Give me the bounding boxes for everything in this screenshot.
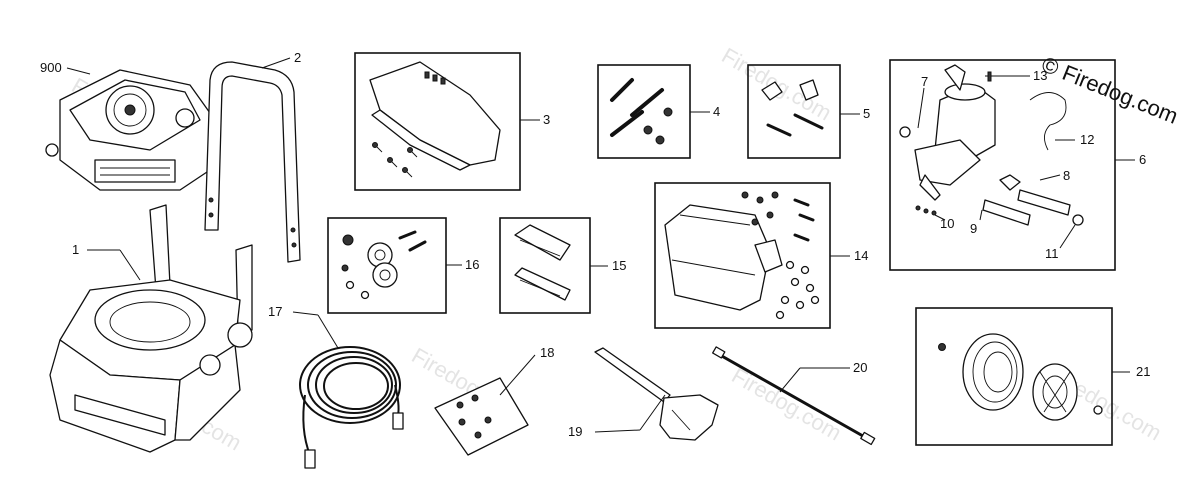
part-box-6: [889, 59, 1116, 271]
cover-kit-illustration: [369, 61, 501, 178]
wheel-illustration: [938, 333, 1103, 421]
callout-hose: 17: [268, 304, 282, 319]
callout-lance: 20: [853, 360, 867, 375]
part-box-4: [597, 64, 691, 159]
callout-pump-7: 7: [921, 74, 928, 89]
leader-line: [639, 394, 666, 431]
callout-clip-kit: 15: [612, 258, 626, 273]
bolt-kit-5-illustration: [761, 79, 824, 137]
leader-line: [1059, 224, 1076, 249]
clip-kit-illustration: [514, 224, 571, 301]
leader-line: [66, 67, 91, 75]
pump-illustration: [899, 64, 1084, 226]
engine-illustration: [45, 69, 216, 191]
brand-watermark: © Firedog.com: [1038, 51, 1180, 128]
callout-pump-9: 9: [970, 221, 977, 236]
leader-line: [594, 429, 641, 433]
panel-kit-illustration: [664, 191, 820, 320]
leader-line: [1039, 174, 1061, 181]
callout-frame: 1: [72, 242, 79, 257]
callout-bolt-kit-4: 4: [713, 104, 720, 119]
leader-line: [317, 314, 339, 349]
leader-line: [934, 214, 946, 221]
leader-line: [917, 87, 925, 129]
callout-pump-12: 12: [1080, 132, 1094, 147]
callout-cover-kit: 3: [543, 112, 550, 127]
leader-line: [119, 249, 141, 281]
callout-engine: 900: [40, 60, 62, 75]
watermark: Firedog.com: [728, 363, 846, 446]
pouch-illustration: [434, 377, 529, 456]
callout-pouch: 18: [540, 345, 554, 360]
callout-panel-kit: 14: [854, 248, 868, 263]
handle-illustration: [204, 61, 301, 263]
callout-wheel-hardware: 16: [465, 257, 479, 272]
wheel-hardware-illustration: [341, 230, 427, 300]
leader-line: [499, 354, 536, 396]
leader-line: [779, 367, 801, 393]
callout-spray-gun: 19: [568, 424, 582, 439]
leader-line: [261, 57, 291, 69]
frame-illustration: [49, 204, 253, 453]
leader-line: [979, 209, 983, 221]
part-box-3: [354, 52, 521, 191]
callout-wheel: 21: [1136, 364, 1150, 379]
bolt-kit-4-illustration: [610, 78, 673, 145]
leader-line: [292, 311, 319, 316]
lance-illustration: [712, 346, 876, 446]
hose-illustration: [299, 346, 404, 469]
spray-gun-illustration: [594, 347, 719, 441]
callout-pump-8: 8: [1063, 168, 1070, 183]
callout-pump-10: 10: [940, 216, 954, 231]
callout-pump-13: 13: [1033, 68, 1047, 83]
callout-pump-11: 11: [1045, 246, 1059, 261]
part-box-5: [747, 64, 841, 159]
part-box-21: [915, 307, 1113, 446]
callout-pump: 6: [1139, 152, 1146, 167]
callout-bolt-kit-5: 5: [863, 106, 870, 121]
callout-handle: 2: [294, 50, 301, 65]
